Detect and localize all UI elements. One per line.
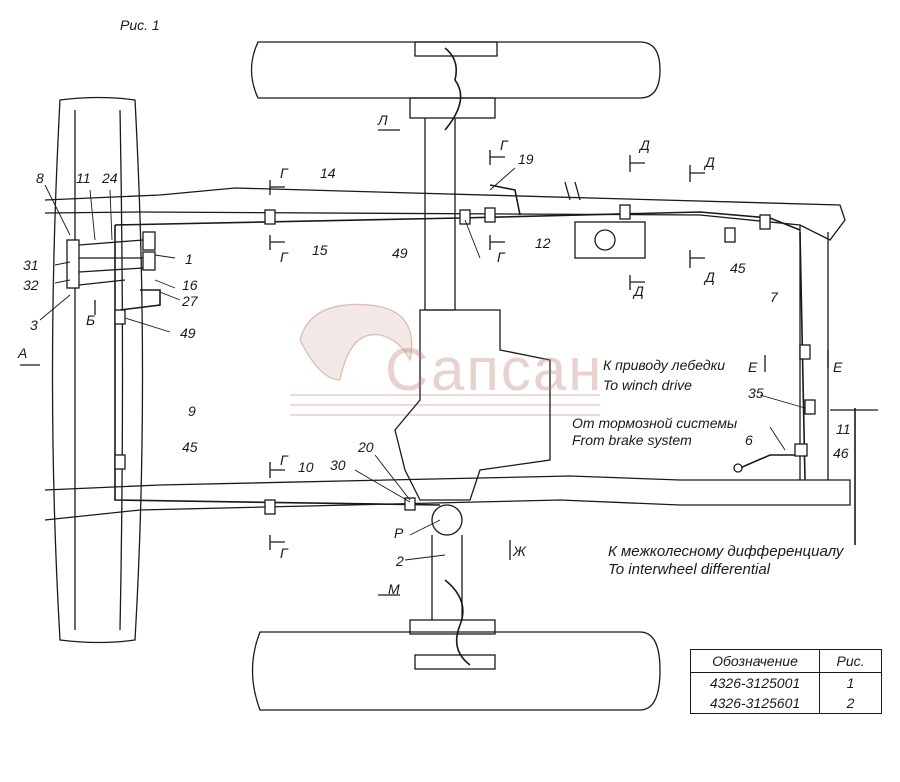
svg-text:Д: Д bbox=[638, 137, 650, 153]
svg-text:31: 31 bbox=[23, 257, 39, 273]
top-wheel bbox=[250, 41, 661, 119]
svg-text:Б: Б bbox=[86, 312, 95, 328]
fittings bbox=[114, 204, 816, 515]
leader-lines bbox=[39, 167, 806, 561]
diff-caption-ru: К межколесному дифференциалу bbox=[608, 543, 845, 560]
svg-text:20: 20 bbox=[357, 439, 374, 455]
svg-text:8: 8 bbox=[36, 170, 44, 186]
svg-text:3: 3 bbox=[30, 317, 38, 333]
brake-caption-en: From brake system bbox=[572, 432, 692, 448]
svg-text:49: 49 bbox=[392, 245, 408, 261]
svg-text:Е: Е bbox=[833, 359, 843, 375]
svg-text:32: 32 bbox=[23, 277, 39, 293]
table-cell-fig: 2 bbox=[846, 695, 855, 711]
svg-text:16: 16 bbox=[182, 277, 198, 293]
svg-text:7: 7 bbox=[770, 289, 779, 305]
svg-text:Р: Р bbox=[394, 525, 404, 541]
svg-text:Ж: Ж bbox=[512, 543, 527, 559]
table-cell-fig: 1 bbox=[846, 675, 855, 691]
bottom-wheel bbox=[251, 619, 661, 711]
svg-text:9: 9 bbox=[188, 403, 196, 419]
svg-text:35: 35 bbox=[748, 385, 764, 401]
svg-text:14: 14 bbox=[320, 165, 336, 181]
svg-text:19: 19 bbox=[518, 151, 534, 167]
designation-table: Обозначение Рис. 4326-3125001 1 4326-312… bbox=[690, 649, 882, 714]
svg-text:Л: Л bbox=[377, 112, 388, 128]
svg-text:27: 27 bbox=[181, 293, 199, 309]
svg-text:10: 10 bbox=[298, 459, 314, 475]
section-arrows bbox=[20, 129, 878, 596]
svg-text:Г: Г bbox=[280, 545, 289, 561]
svg-text:11: 11 bbox=[76, 170, 91, 186]
svg-text:24: 24 bbox=[101, 170, 118, 186]
svg-text:30: 30 bbox=[330, 457, 346, 473]
svg-text:Г: Г bbox=[280, 452, 289, 468]
part-numbers: 1 2 3 6 7 8 9 10 11 11 12 14 15 16 19 20… bbox=[23, 151, 851, 569]
table-cell-designation: 4326-3125601 bbox=[691, 693, 820, 713]
left-wheel bbox=[51, 96, 144, 644]
brake-caption-ru: От тормозной системы bbox=[572, 415, 738, 431]
winch-caption-ru: К приводу лебедки bbox=[603, 357, 725, 373]
diff-caption-en: To interwheel differential bbox=[608, 561, 771, 578]
section-letters: А Б Г Г Г Г Г Г Д Д Д Д Е Е Л М Ж Р bbox=[17, 112, 843, 597]
svg-text:Г: Г bbox=[280, 249, 289, 265]
svg-text:12: 12 bbox=[535, 235, 551, 251]
gearbox-block bbox=[564, 181, 646, 259]
svg-text:11: 11 bbox=[836, 421, 851, 437]
table-cell-designation: 4326-3125001 bbox=[691, 673, 820, 693]
svg-text:Г: Г bbox=[500, 137, 509, 153]
svg-text:Е: Е bbox=[748, 359, 758, 375]
svg-text:Д: Д bbox=[703, 154, 715, 170]
svg-text:6: 6 bbox=[745, 432, 753, 448]
winch-caption-en: To winch drive bbox=[603, 377, 692, 393]
svg-text:49: 49 bbox=[180, 325, 196, 341]
svg-text:А: А bbox=[17, 345, 27, 361]
figure-title: Рис. 1 bbox=[120, 17, 160, 33]
table-header-row: Обозначение Рис. bbox=[691, 650, 881, 673]
svg-text:2: 2 bbox=[395, 553, 404, 569]
svg-text:Д: Д bbox=[632, 283, 644, 299]
svg-text:46: 46 bbox=[833, 445, 849, 461]
watermark-text: Сапсан bbox=[385, 336, 603, 403]
svg-text:15: 15 bbox=[312, 242, 328, 258]
table-header-fig: Рис. bbox=[836, 653, 865, 669]
svg-text:1: 1 bbox=[185, 251, 193, 267]
svg-text:Д: Д bbox=[703, 269, 715, 285]
left-valve-cluster bbox=[66, 231, 156, 289]
svg-text:Г: Г bbox=[280, 165, 289, 181]
table-header-designation: Обозначение bbox=[691, 650, 820, 672]
svg-text:Г: Г bbox=[497, 249, 506, 265]
table-row: 4326-3125601 2 bbox=[691, 693, 881, 713]
svg-text:45: 45 bbox=[182, 439, 198, 455]
svg-text:М: М bbox=[388, 581, 400, 597]
svg-text:45: 45 bbox=[730, 260, 746, 276]
watermark-logo bbox=[290, 303, 600, 416]
table-row: 4326-3125001 1 bbox=[691, 673, 881, 693]
